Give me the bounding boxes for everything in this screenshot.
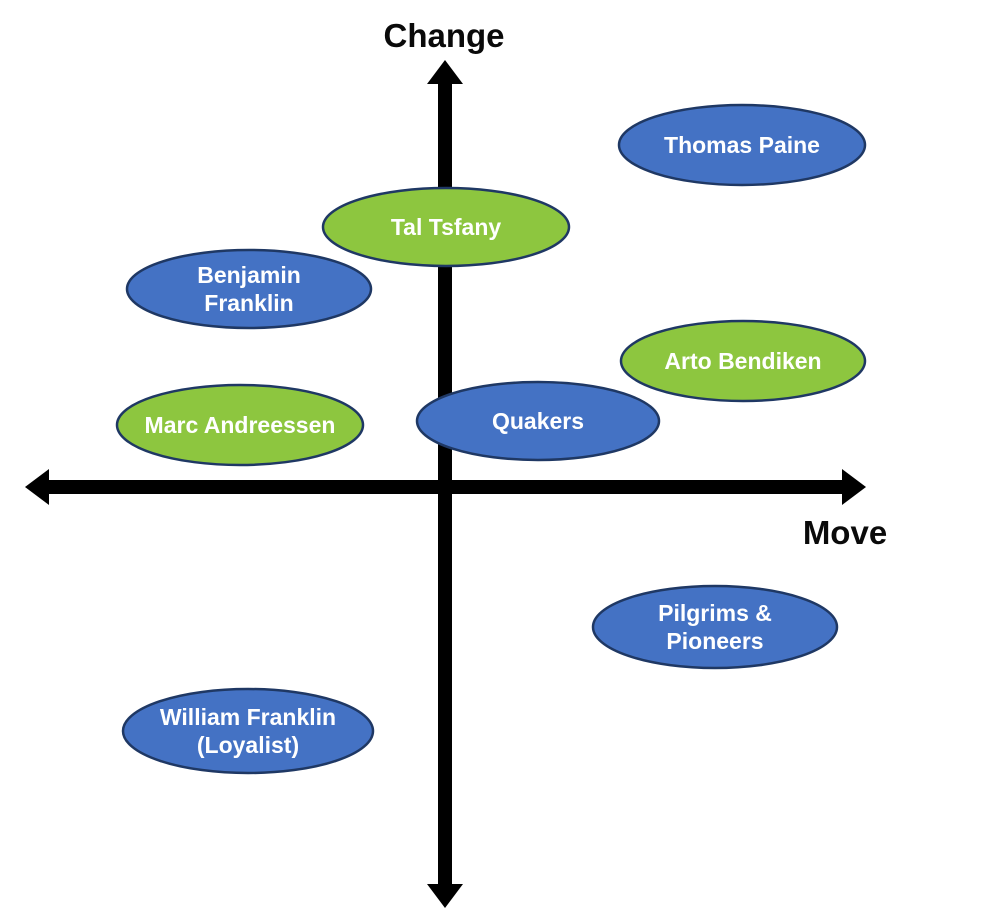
node-tal-tsfany: Tal Tsfany xyxy=(321,186,571,268)
y-axis-arrow-up-icon xyxy=(427,60,463,84)
node-label-line: Marc Andreessen xyxy=(145,412,336,438)
node-label-line: Pilgrims & xyxy=(658,600,772,626)
axes-layer: Change Move xyxy=(25,17,887,908)
node-label: Tal Tsfany xyxy=(391,214,502,240)
node-label-line: Franklin xyxy=(204,290,293,316)
node-label-line: Arto Bendiken xyxy=(664,348,821,374)
node-marc-andreessen: Marc Andreessen xyxy=(115,383,365,467)
node-ellipse xyxy=(115,383,365,467)
node-pilgrims-pioneers: Pilgrims &Pioneers xyxy=(591,584,839,670)
node-label-line: William Franklin xyxy=(160,704,336,730)
y-axis-label: Change xyxy=(383,17,504,54)
x-axis-line xyxy=(44,480,846,494)
node-label-line: Benjamin xyxy=(197,262,301,288)
node-label-line: Tal Tsfany xyxy=(391,214,502,240)
y-axis-arrow-down-icon xyxy=(427,884,463,908)
node-ellipse xyxy=(619,319,867,403)
node-label-line: Quakers xyxy=(492,408,584,434)
node-label-line: Thomas Paine xyxy=(664,132,820,158)
node-label: Pilgrims &Pioneers xyxy=(658,600,772,654)
node-quakers: Quakers xyxy=(415,380,661,462)
node-label-line: Pioneers xyxy=(666,628,763,654)
node-label: Marc Andreessen xyxy=(145,412,336,438)
node-thomas-paine: Thomas Paine xyxy=(617,103,867,187)
node-label: Thomas Paine xyxy=(664,132,820,158)
node-ellipse xyxy=(321,186,571,268)
x-axis-arrow-right-icon xyxy=(842,469,866,505)
node-label: Arto Bendiken xyxy=(664,348,821,374)
node-arto-bendiken: Arto Bendiken xyxy=(619,319,867,403)
node-ellipse xyxy=(121,687,375,775)
node-label: Quakers xyxy=(492,408,584,434)
x-axis-label: Move xyxy=(803,514,887,551)
node-william-franklin-loyalist: William Franklin(Loyalist) xyxy=(121,687,375,775)
node-ellipse xyxy=(415,380,661,462)
node-ellipse xyxy=(125,248,373,330)
node-label-line: (Loyalist) xyxy=(197,732,299,758)
node-label: William Franklin(Loyalist) xyxy=(160,704,336,758)
x-axis-arrow-left-icon xyxy=(25,469,49,505)
node-ellipse xyxy=(617,103,867,187)
node-ellipse xyxy=(591,584,839,670)
